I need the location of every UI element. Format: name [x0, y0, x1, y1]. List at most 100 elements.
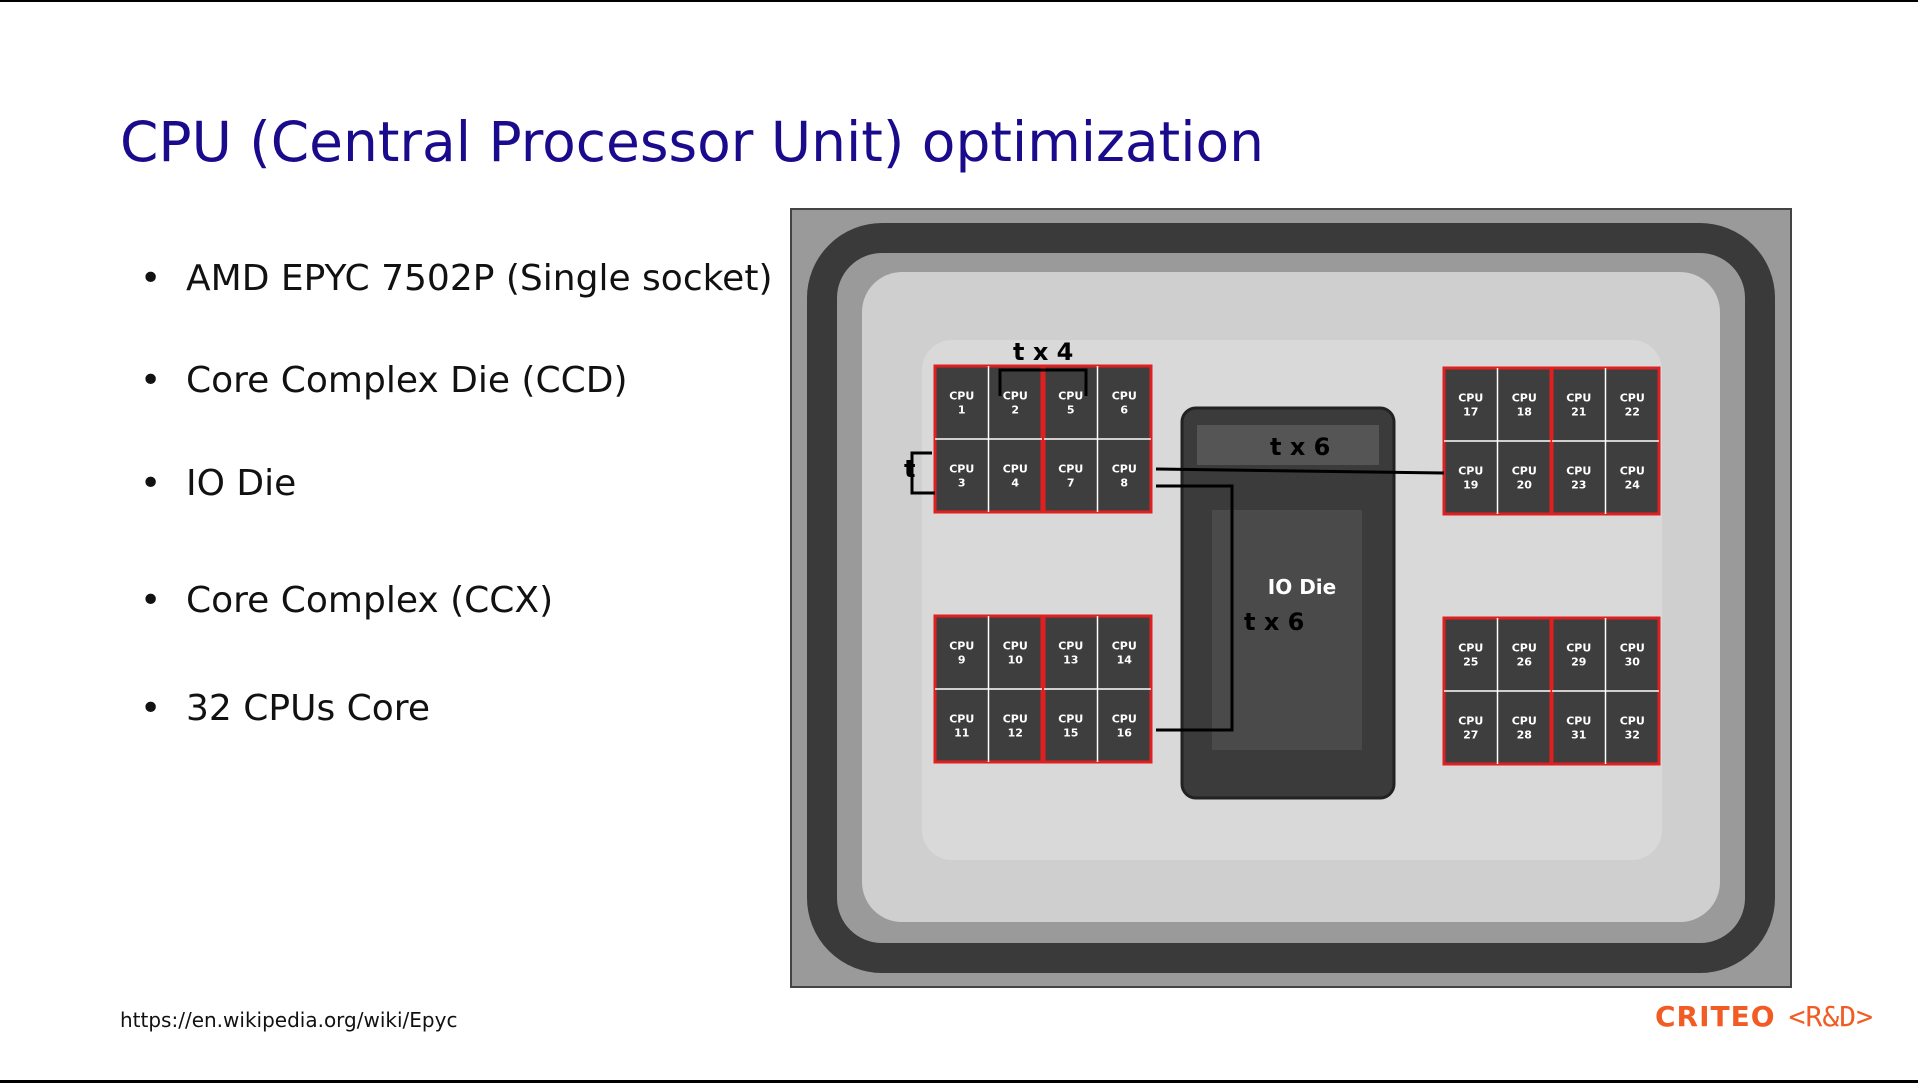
cpu-core-number: 3: [958, 477, 966, 490]
cpu-core-number: 27: [1463, 729, 1478, 742]
inter-ccx-connector: [998, 368, 1088, 396]
cpu-core-number: 22: [1625, 406, 1640, 419]
cpu-core-number: 29: [1571, 656, 1586, 669]
io-die-detail: [1197, 425, 1379, 465]
horizontal-cross-die-connector: [1155, 467, 1445, 475]
io-die-detail: [1212, 510, 1362, 750]
cpu-core-label: CPU: [949, 390, 974, 403]
cpu-core-label: CPU: [1512, 392, 1537, 405]
cpu-core-number: 7: [1067, 477, 1075, 490]
cpu-core-label: CPU: [1112, 463, 1137, 476]
cpu-core-label: CPU: [1058, 390, 1083, 403]
cpu-core-number: 10: [1008, 654, 1024, 667]
cpu-core-number: 4: [1011, 477, 1019, 490]
cpu-core-number: 2: [1011, 404, 1019, 417]
cpu-core-number: 24: [1625, 479, 1641, 492]
cpu-core-label: CPU: [1003, 463, 1028, 476]
cpu-core-label: CPU: [1058, 463, 1083, 476]
top-border: [0, 0, 1918, 2]
cpu-core-number: 5: [1067, 404, 1075, 417]
bullet-item: •IO Die: [140, 463, 297, 504]
cpu-core-number: 11: [954, 727, 969, 740]
source-link[interactable]: https://en.wikipedia.org/wiki/Epyc: [120, 1008, 458, 1032]
cpu-core-label: CPU: [1458, 465, 1483, 478]
latency-connectors: [910, 368, 1445, 732]
cpu-core-label: CPU: [1003, 390, 1028, 403]
cpu-core-number: 15: [1063, 727, 1078, 740]
cpu-core-number: 16: [1117, 727, 1133, 740]
cpu-core-number: 32: [1625, 729, 1640, 742]
cpu-core-label: CPU: [1058, 713, 1083, 726]
cpu-core-number: 6: [1120, 404, 1128, 417]
cpu-core-number: 28: [1517, 729, 1532, 742]
vertical-cross-die-connector: [1156, 484, 1234, 732]
bullet-item: •32 CPUs Core: [140, 688, 430, 729]
cpu-core-label: CPU: [1512, 642, 1537, 655]
cpu-core-label: CPU: [1620, 642, 1645, 655]
cpu-core-label: CPU: [1003, 713, 1028, 726]
cpu-core-number: 9: [958, 654, 966, 667]
die-diagram: IO Die CPU1CPU2CPU3CPU4CPU5CPU6CPU7CPU8C…: [792, 210, 1790, 986]
intra-ccx-connector: [910, 451, 935, 495]
cpu-core-label: CPU: [1112, 640, 1137, 653]
cpu-core-number: 8: [1120, 477, 1128, 490]
ccd-group: CPU1CPU2CPU3CPU4CPU5CPU6CPU7CPU8CPU9CPU1…: [933, 364, 1661, 766]
bullet-item: •Core Complex Die (CCD): [140, 360, 628, 401]
cpu-core-number: 13: [1063, 654, 1078, 667]
cpu-core-label: CPU: [949, 713, 974, 726]
cpu-core-label: CPU: [1112, 713, 1137, 726]
cpu-core-label: CPU: [1620, 392, 1645, 405]
cpu-core-label: CPU: [1620, 715, 1645, 728]
cpu-core-label: CPU: [1058, 640, 1083, 653]
cpu-core-label: CPU: [1512, 465, 1537, 478]
cpu-core-label: CPU: [949, 463, 974, 476]
inter-ccx-latency-label: t x 4: [1013, 338, 1073, 366]
cpu-core-number: 30: [1625, 656, 1641, 669]
cpu-core-number: 21: [1571, 406, 1586, 419]
intra-ccx-latency-label: t: [904, 455, 915, 483]
bullet-item: •Core Complex (CCX): [140, 580, 554, 621]
io-die-label: IO Die: [1268, 575, 1336, 599]
cpu-core-number: 23: [1571, 479, 1586, 492]
bottom-border: [0, 1080, 1918, 1083]
cpu-core-label: CPU: [1003, 640, 1028, 653]
logo-wordmark: CRITEO: [1655, 1000, 1776, 1033]
cpu-core-label: CPU: [1512, 715, 1537, 728]
cpu-core-label: CPU: [1458, 642, 1483, 655]
slide-title: CPU (Central Processor Unit) optimizatio…: [120, 110, 1264, 174]
cpu-core-label: CPU: [949, 640, 974, 653]
cpu-core-number: 17: [1463, 406, 1478, 419]
cpu-core-number: 25: [1463, 656, 1478, 669]
cpu-core-label: CPU: [1566, 465, 1591, 478]
cpu-core-number: 1: [958, 404, 966, 417]
cpu-core-label: CPU: [1620, 465, 1645, 478]
cpu-core-number: 12: [1008, 727, 1023, 740]
cpu-core-number: 20: [1517, 479, 1533, 492]
outer-ring: [807, 223, 1775, 973]
cpu-core-label: CPU: [1566, 392, 1591, 405]
cpu-core-number: 18: [1517, 406, 1532, 419]
cpu-core-label: CPU: [1458, 392, 1483, 405]
vertical-latency-label: t x 6: [1244, 608, 1304, 636]
cpu-core-number: 14: [1117, 654, 1133, 667]
cpu-core-label: CPU: [1458, 715, 1483, 728]
logo-division: <R&D>: [1788, 1000, 1873, 1033]
cpu-core-label: CPU: [1566, 715, 1591, 728]
criteo-logo: CRITEO <R&D>: [1655, 1000, 1873, 1033]
cpu-core-number: 26: [1517, 656, 1533, 669]
horizontal-latency-label: t x 6: [1270, 433, 1330, 461]
cpu-core-number: 31: [1571, 729, 1586, 742]
cpu-core-label: CPU: [1112, 390, 1137, 403]
bullet-item: •AMD EPYC 7502P (Single socket): [140, 258, 773, 299]
cpu-core-number: 19: [1463, 479, 1478, 492]
cpu-core-label: CPU: [1566, 642, 1591, 655]
